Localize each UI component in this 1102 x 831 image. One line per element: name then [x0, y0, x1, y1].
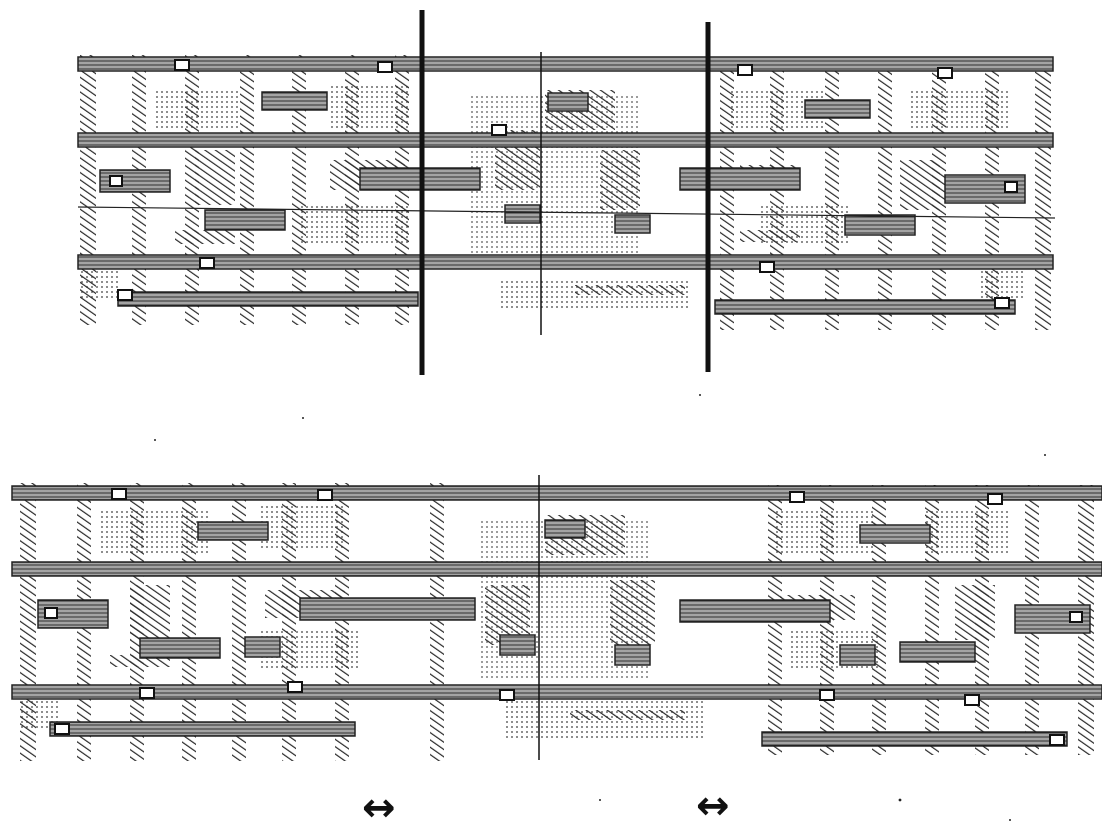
scan-specks	[154, 394, 1046, 821]
metal-rails	[11, 485, 1102, 747]
metal-rails	[77, 56, 1054, 315]
guide-line	[77, 206, 1056, 219]
double-arrow-left: ↔	[362, 785, 396, 831]
contacts	[44, 488, 1083, 746]
double-arrow-right: ↔	[696, 783, 730, 829]
bottom-layout-cell	[11, 475, 1102, 761]
contacts	[109, 59, 1018, 309]
top-layout-cell	[77, 10, 1056, 375]
